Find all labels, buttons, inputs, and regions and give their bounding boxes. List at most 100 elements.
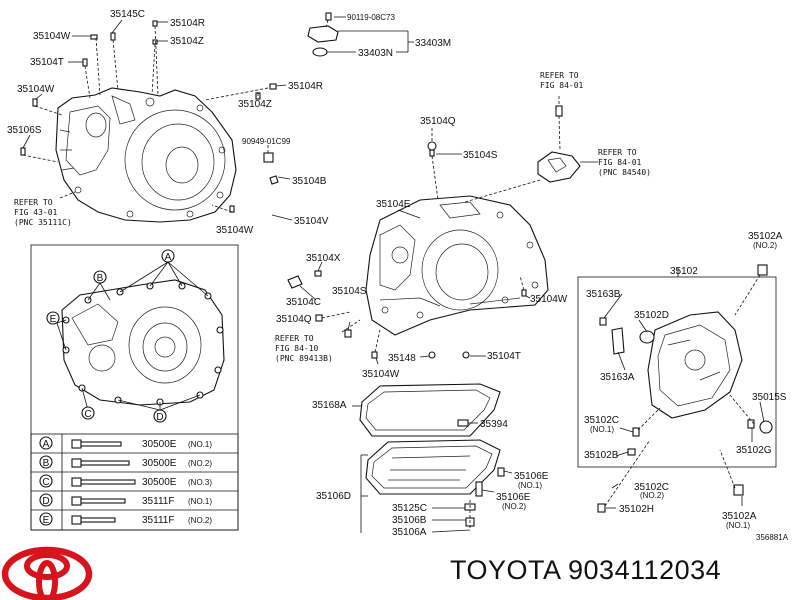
ref1-line2: FIG 43-01: [14, 208, 58, 217]
ref1-line3: (PNC 35111C): [14, 218, 72, 227]
label-35104W-d: 35104W: [362, 369, 400, 380]
label-35106A: 35106A: [392, 527, 427, 538]
label-35394: 35394: [480, 419, 508, 430]
bolt-table-rows: A 30500E (NO.1) B 30500E (NO.2) C 30500E…: [39, 436, 212, 526]
label-35104T: 35104T: [30, 57, 64, 68]
label-35104R: 35104R: [170, 18, 205, 29]
label-33403M: 33403M: [415, 38, 451, 49]
callout-E: E: [50, 314, 57, 325]
transmission-housing-illustration: [55, 87, 237, 223]
label-35106B: 35106B: [392, 515, 427, 526]
table-row-key: A: [43, 439, 50, 450]
label-35106E-b-no2: (NO.2): [502, 502, 526, 511]
solenoid-parts: [307, 12, 414, 57]
table-row-no: (NO.1): [188, 440, 212, 449]
transmission-case-illustration: [365, 195, 549, 336]
figure-code: 356881A: [756, 533, 789, 542]
label-90119-08C73: 90119-08C73: [347, 13, 395, 22]
label-35106E: 35106E: [514, 471, 549, 482]
table-row-part: 35111F: [142, 496, 174, 507]
label-35104S-b: 35104S: [332, 286, 367, 297]
label-33403N: 33403N: [358, 48, 393, 59]
leader-lines-top-left: [22, 19, 287, 213]
bolt-glyphs: [71, 439, 136, 525]
speed-sensor: [464, 96, 598, 203]
label-35125C: 35125C: [392, 503, 427, 514]
label-35102D: 35102D: [634, 310, 669, 321]
label-35102C-no1: (NO.1): [590, 425, 614, 434]
table-row-key: D: [42, 496, 49, 507]
table-row-key: C: [42, 477, 49, 488]
label-35102H: 35102H: [619, 504, 654, 515]
ref2-line1: REFER TO: [540, 71, 579, 80]
label-35145C: 35145C: [110, 9, 145, 20]
label-35106E-b: 35106E: [496, 492, 531, 503]
ref3-line1: REFER TO: [598, 148, 637, 157]
label-35104B: 35104B: [292, 176, 327, 187]
ref1-line1: REFER TO: [14, 198, 53, 207]
label-35104Z: 35104Z: [170, 36, 204, 47]
oil-pan-illustration: [352, 383, 513, 533]
label-35104W: 35104W: [33, 31, 71, 42]
label-35163B: 35163B: [586, 289, 621, 300]
label-35104T-b: 35104T: [487, 351, 521, 362]
label-35102A-no2: (NO.2): [753, 241, 777, 250]
table-row-no: (NO.1): [188, 497, 212, 506]
label-35102G: 35102G: [736, 445, 772, 456]
label-35106S: 35106S: [7, 125, 42, 136]
table-row-no: (NO.3): [188, 478, 212, 487]
label-35104Q-b: 35104Q: [276, 314, 312, 325]
label-35104C: 35104C: [286, 297, 321, 308]
label-90949-01C99: 90949-01C99: [242, 137, 291, 146]
label-35102C-b: 35102C: [634, 482, 669, 493]
callout-B: B: [97, 273, 104, 284]
table-row-part: 30500E: [142, 477, 177, 488]
extension-bolts-lower: [597, 439, 744, 513]
housing-bolt-inset: [30, 244, 239, 531]
callout-D: D: [156, 412, 163, 423]
label-35102B: 35102B: [584, 450, 619, 461]
table-row-part: 30500E: [142, 439, 177, 450]
label-35104Z-b: 35104Z: [238, 99, 272, 110]
label-35104W-b: 35104W: [17, 84, 55, 95]
ref2-line2: FIG 84-01: [540, 81, 584, 90]
table-row-key: E: [43, 515, 50, 526]
table-row-part: 35111F: [142, 515, 174, 526]
table-row-no: (NO.2): [188, 459, 212, 468]
label-35102A-b-no1: (NO.1): [726, 521, 750, 530]
label-35163A: 35163A: [600, 372, 635, 383]
ref4-line1: REFER TO: [275, 334, 314, 343]
footer-part-number: TOYOTA 9034112034: [450, 555, 722, 585]
callout-A: A: [165, 252, 172, 263]
callout-C: C: [84, 409, 91, 420]
breather-hose: [263, 145, 351, 322]
table-row-key: B: [43, 458, 50, 469]
toyota-logo: [1, 546, 93, 600]
label-35104E: 35104E: [376, 199, 411, 210]
label-35104S: 35104S: [463, 150, 498, 161]
label-35106E-no1: (NO.1): [518, 481, 542, 490]
label-35102A: 35102A: [748, 231, 783, 242]
ref3-line3: (PNC 84540): [598, 168, 651, 177]
label-35148: 35148: [388, 353, 416, 364]
table-row-part: 30500E: [142, 458, 177, 469]
ref4-line3: (PNC 89413B): [275, 354, 333, 363]
label-35104X: 35104X: [306, 253, 341, 264]
label-35104W-c: 35104W: [216, 225, 254, 236]
label-35102C-b-no2: (NO.2): [640, 491, 664, 500]
extension-housing-inset: [577, 264, 777, 468]
label-35102A-b: 35102A: [722, 511, 757, 522]
ref3-line2: FIG 84-01: [598, 158, 642, 167]
part-labels: 35145C 35104R 35104W 35104Z 35104T 35104…: [7, 9, 789, 542]
leader-lines-center: [341, 128, 531, 365]
label-35104W-e: 35104W: [530, 294, 568, 305]
label-35102: 35102: [670, 266, 698, 277]
label-35104Q: 35104Q: [420, 116, 456, 127]
label-35104R-b: 35104R: [288, 81, 323, 92]
label-35168A: 35168A: [312, 400, 347, 411]
reference-notes: REFER TO FIG 43-01 (PNC 35111C) REFER TO…: [14, 71, 651, 363]
inset-callouts: A B C D E: [46, 249, 175, 423]
label-35104V: 35104V: [294, 216, 329, 227]
label-35106D: 35106D: [316, 491, 351, 502]
